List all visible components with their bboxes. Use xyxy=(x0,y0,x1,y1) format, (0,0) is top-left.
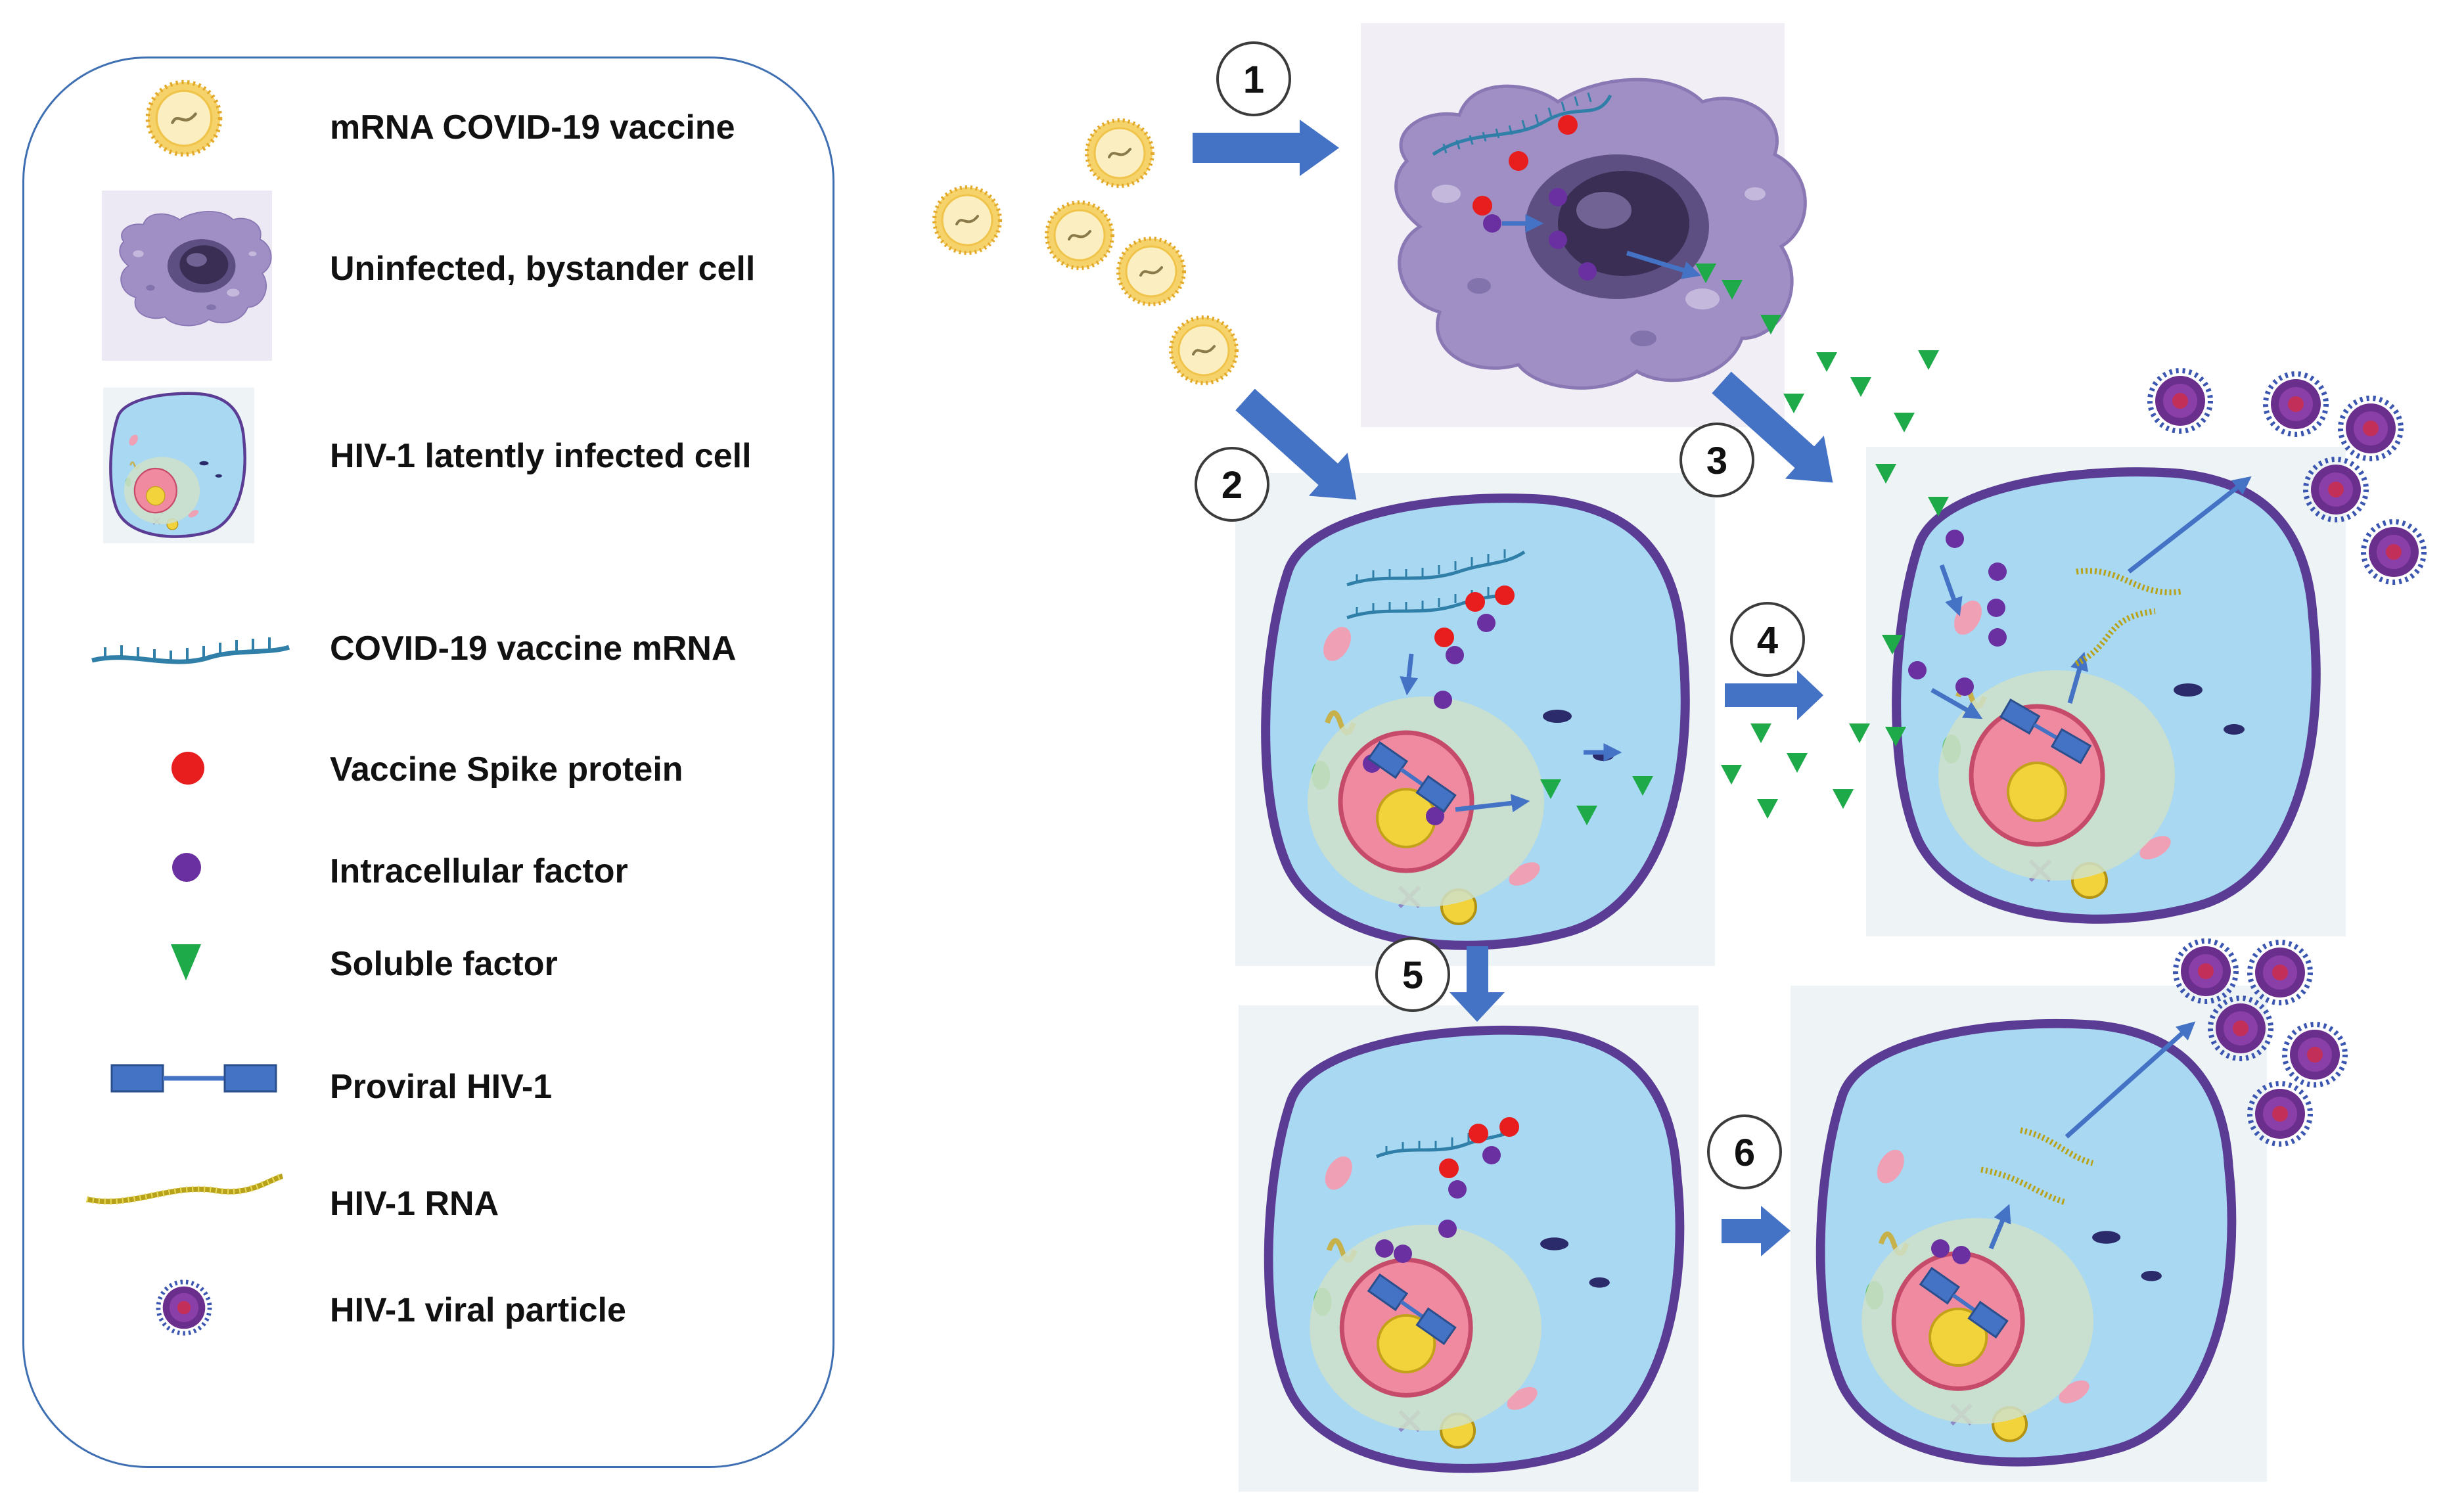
legend-label-virion: HIV-1 viral particle xyxy=(330,1291,626,1329)
step-number-3: 3 xyxy=(1706,440,1727,482)
vaccine-particles xyxy=(934,120,1237,383)
step-number-1: 1 xyxy=(1243,58,1264,101)
legend-label-vaccine: mRNA COVID-19 vaccine xyxy=(330,108,735,147)
step-badge-4: 4 xyxy=(1730,602,1805,677)
legend-label-bystander-cell: Uninfected, bystander cell xyxy=(330,250,756,288)
arrow-step-6 xyxy=(1722,1206,1791,1256)
step-number-4: 4 xyxy=(1757,619,1778,662)
legend-label-intracellular: Intracellular factor xyxy=(330,852,628,890)
bystander-cell xyxy=(1361,23,1805,427)
arrow-step-5 xyxy=(1450,946,1505,1022)
arrow-step-2 xyxy=(1235,388,1357,500)
legend-panel: mRNA COVID-19 vaccine Uninfected, bystan… xyxy=(22,57,834,1468)
legend-label-soluble: Soluble factor xyxy=(330,945,558,983)
legend-hiv-rna-icon xyxy=(85,1173,284,1205)
arrow-step-4 xyxy=(1725,670,1823,720)
infected-cell-2 xyxy=(1235,473,1715,966)
step-number-6: 6 xyxy=(1734,1132,1755,1174)
legend-label-infected-cell: HIV-1 latently infected cell xyxy=(330,437,752,475)
arrow-step-3 xyxy=(1712,371,1833,483)
legend-hiv-particle-icon xyxy=(158,1282,210,1333)
legend-soluble-factor-icon xyxy=(171,944,201,980)
step-badge-5: 5 xyxy=(1375,937,1450,1012)
step-number-2: 2 xyxy=(1222,464,1243,507)
legend-spike-protein-icon xyxy=(171,752,204,785)
legend-label-provirus: Proviral HIV-1 xyxy=(330,1068,553,1106)
step-badge-6: 6 xyxy=(1707,1114,1782,1189)
step-badge-1: 1 xyxy=(1216,41,1291,116)
step-badge-3: 3 xyxy=(1679,423,1754,497)
infected-cell-6 xyxy=(1791,986,2267,1482)
legend-infected-cell-icon xyxy=(103,387,255,543)
legend-vaccine-icon xyxy=(148,82,220,154)
legend-label-mrna: COVID-19 vaccine mRNA xyxy=(330,630,737,668)
legend-mrna-icon xyxy=(91,637,290,664)
infected-cell-3 xyxy=(1866,447,2346,936)
legend-label-hiv-rna: HIV-1 RNA xyxy=(330,1185,499,1223)
infected-cell-5 xyxy=(1239,1005,1699,1492)
legend-proviral-hiv-icon xyxy=(110,1064,277,1093)
step-badge-2: 2 xyxy=(1195,447,1269,522)
step-number-5: 5 xyxy=(1402,954,1423,997)
arrow-step-1 xyxy=(1193,120,1339,176)
legend-bystander-cell-icon xyxy=(102,191,272,361)
legend-intracellular-factor-icon xyxy=(172,853,201,882)
legend-label-spike: Vaccine Spike protein xyxy=(330,750,683,789)
